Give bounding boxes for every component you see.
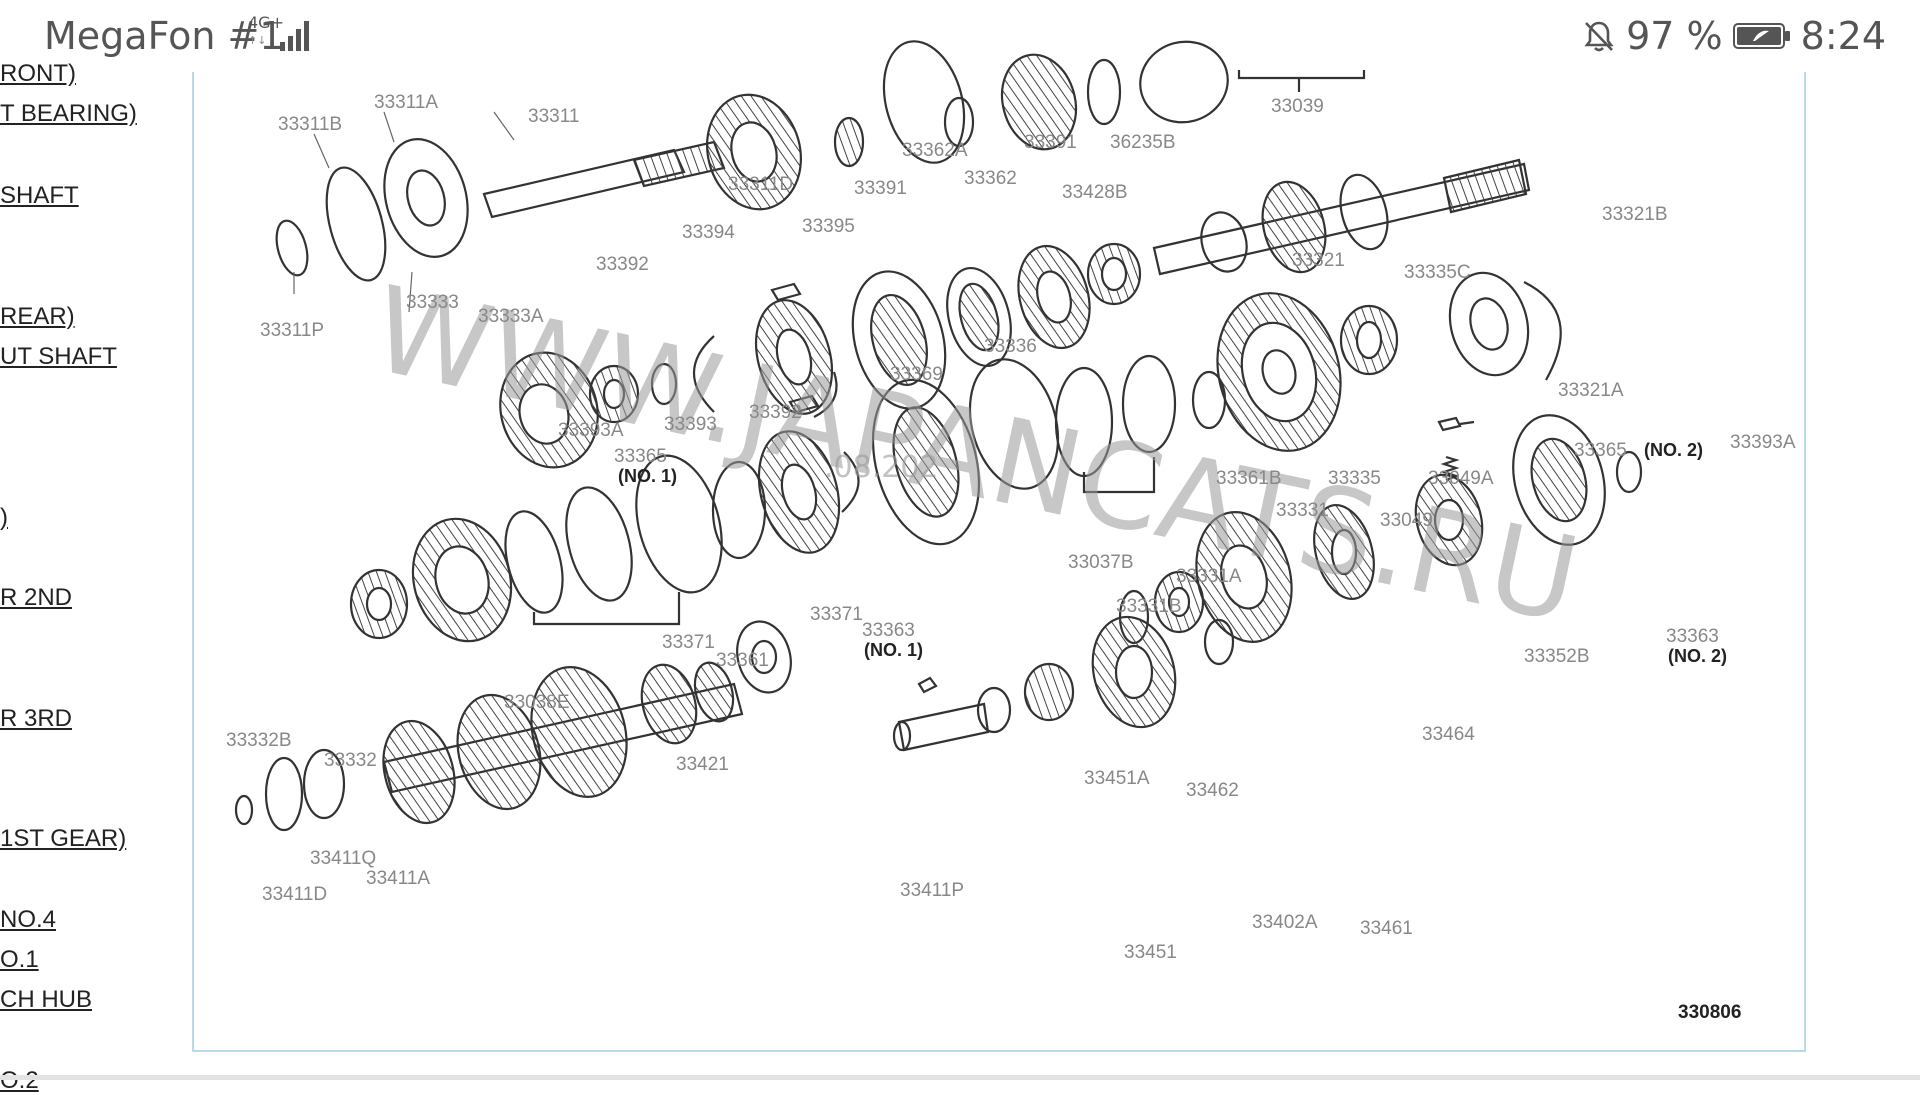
watermark-date: .08.202: [824, 450, 939, 485]
part-label[interactable]: 33402A: [1252, 912, 1318, 933]
status-right-group: 97 % 8:24: [1582, 14, 1886, 58]
part-link[interactable]: UT SHAFT: [0, 343, 117, 370]
part-link[interactable]: RONT): [0, 60, 76, 87]
part-label[interactable]: 33365: [1574, 440, 1627, 461]
part-label[interactable]: 33461: [1360, 918, 1413, 939]
part-label[interactable]: 33371: [810, 604, 863, 625]
part-label[interactable]: 33393: [664, 414, 717, 435]
exploded-parts-diagram: WWW.JAPANCATS.RU .08.202 33311B 33311A 3…: [192, 40, 1806, 1052]
part-label[interactable]: 33395: [802, 216, 855, 237]
signal-bars-icon: [280, 21, 309, 51]
part-label[interactable]: 33352B: [1524, 646, 1590, 667]
parts-link-list: RONT) T BEARING) SHAFT REAR) UT SHAFT ) …: [0, 60, 190, 1094]
diagram-drawing: [234, 40, 1643, 832]
part-label[interactable]: 33311B: [278, 114, 342, 135]
part-label[interactable]: 33369: [890, 364, 943, 385]
part-label[interactable]: 33332B: [226, 730, 292, 751]
part-label[interactable]: 33335: [1328, 468, 1381, 489]
part-label[interactable]: 33411D: [262, 884, 327, 905]
part-link[interactable]: O.1: [0, 946, 39, 973]
part-label[interactable]: 33361B: [1216, 468, 1282, 489]
part-label[interactable]: 33331A: [1176, 566, 1242, 587]
part-label[interactable]: 33311A: [374, 92, 438, 113]
part-link[interactable]: SHAFT: [0, 182, 79, 209]
part-link[interactable]: O.2: [0, 1067, 39, 1094]
part-link[interactable]: 1ST GEAR): [0, 825, 127, 852]
status-bar: MegaFon #1 4G+ ↑↓ 97 % 8:24: [0, 0, 1920, 72]
diagram-canvas: WWW.JAPANCATS.RU .08.202 33311B 33311A 3…: [226, 40, 1796, 1023]
part-label[interactable]: 33333: [406, 292, 459, 313]
part-link[interactable]: ): [0, 504, 8, 531]
part-label[interactable]: 33451A: [1084, 768, 1150, 789]
part-link[interactable]: CH HUB: [0, 986, 93, 1013]
part-label[interactable]: 33321A: [1558, 380, 1624, 401]
clock-time: 8:24: [1800, 14, 1886, 58]
part-link[interactable]: T BEARING): [0, 100, 137, 127]
part-link[interactable]: R 2ND: [0, 584, 73, 611]
part-label[interactable]: 33331B: [1116, 596, 1182, 617]
part-label[interactable]: 33421: [676, 754, 729, 775]
part-label[interactable]: 33393A: [1730, 432, 1796, 453]
part-label[interactable]: 33039: [1271, 96, 1324, 117]
part-label[interactable]: 33411A: [366, 868, 430, 889]
part-label[interactable]: 33332: [324, 750, 377, 771]
scroll-edge: [0, 1075, 1920, 1080]
part-label[interactable]: 33361: [716, 650, 769, 671]
part-labels: 33311B 33311A 33311 33311D 33391 33362A …: [226, 92, 1796, 1023]
part-label[interactable]: 33335C: [1404, 262, 1471, 283]
part-label[interactable]: 33321B: [1602, 204, 1668, 225]
part-link[interactable]: NO.4: [0, 906, 57, 933]
part-label[interactable]: (NO. 1): [618, 466, 677, 486]
part-label[interactable]: 33365: [614, 446, 667, 467]
part-label[interactable]: 33336: [984, 336, 1037, 357]
part-label[interactable]: 36235B: [1110, 132, 1176, 153]
battery-percent: 97 %: [1626, 14, 1723, 58]
part-label[interactable]: 33362: [964, 168, 1017, 189]
carrier-name: MegaFon #1: [44, 14, 284, 58]
part-label[interactable]: 33333A: [478, 306, 544, 327]
part-label[interactable]: 33311P: [260, 320, 324, 341]
part-label[interactable]: 33371: [662, 632, 715, 653]
part-label[interactable]: 33362A: [902, 140, 968, 161]
part-label[interactable]: 33363: [1666, 626, 1719, 647]
leader-lines: [293, 111, 515, 313]
part-label[interactable]: 33038E: [504, 692, 570, 713]
part-label[interactable]: 33411Q: [310, 848, 376, 869]
bell-off-icon: [1584, 21, 1614, 52]
part-label[interactable]: 33049A: [1428, 468, 1494, 489]
part-label[interactable]: 33392: [596, 254, 649, 275]
network-type-badge: 4G+ ↑↓: [248, 13, 284, 48]
part-label[interactable]: 33391: [1024, 132, 1077, 153]
part-label[interactable]: 33049: [1380, 510, 1433, 531]
part-label[interactable]: 33393A: [558, 420, 624, 441]
part-label[interactable]: 33311: [528, 106, 579, 127]
part-label[interactable]: 33451: [1124, 942, 1177, 963]
part-label[interactable]: 33391: [854, 178, 907, 199]
part-label[interactable]: 33321: [1292, 250, 1345, 271]
part-label[interactable]: (NO. 2): [1644, 440, 1703, 460]
figure-number: 330806: [1678, 1002, 1741, 1023]
part-label[interactable]: (NO. 1): [864, 640, 923, 660]
part-label[interactable]: 33428B: [1062, 182, 1128, 203]
part-link[interactable]: REAR): [0, 303, 75, 330]
part-label[interactable]: 33392: [749, 402, 802, 423]
part-label[interactable]: 33311D: [728, 174, 793, 195]
part-link[interactable]: R 3RD: [0, 705, 73, 732]
part-label[interactable]: 33331: [1276, 500, 1329, 521]
part-label[interactable]: 33363: [862, 620, 915, 641]
part-label[interactable]: 33037B: [1068, 552, 1134, 573]
part-label[interactable]: 33411P: [900, 880, 964, 901]
part-label[interactable]: 33462: [1186, 780, 1239, 801]
battery-icon: [1732, 23, 1790, 49]
part-label[interactable]: (NO. 2): [1668, 646, 1727, 666]
part-label[interactable]: 33394: [682, 222, 735, 243]
part-label[interactable]: 33464: [1422, 724, 1475, 745]
